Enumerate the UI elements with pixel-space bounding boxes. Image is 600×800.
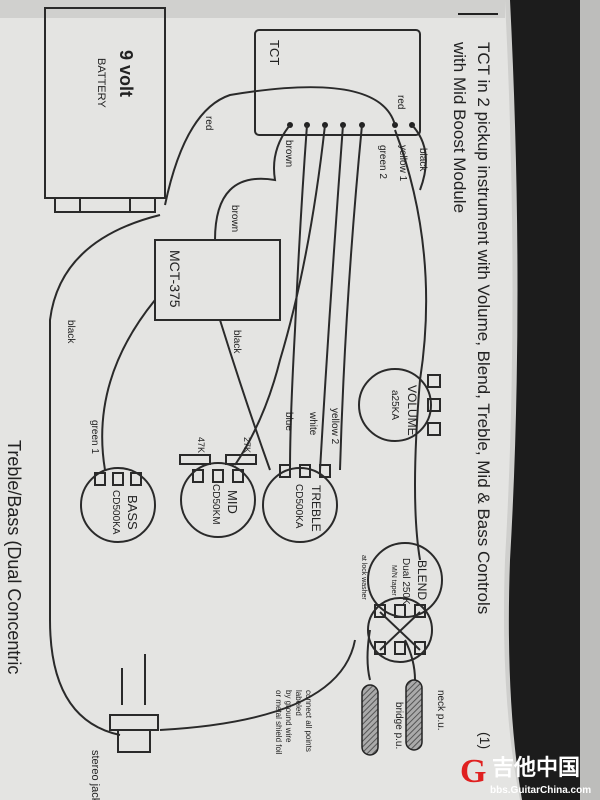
blend-pot: BLEND Dual 250K M/N taper at lock washer xyxy=(360,542,443,663)
neck-pickup: neck p.u. xyxy=(405,679,446,751)
mct-375-module: MCT-375 xyxy=(154,239,281,321)
wire-label-green1: green 1 xyxy=(89,420,100,454)
wire-label-black-battery: black xyxy=(65,320,76,344)
watermark-logo-g: G xyxy=(460,753,486,790)
ground-note-line4: or metal shield foil xyxy=(274,690,283,755)
mid-value: CD50KM xyxy=(210,484,221,525)
title-line2: with Mid Boost Module xyxy=(450,41,469,213)
wire-label-yellow1: yellow 1 xyxy=(397,145,408,182)
battery: 9 volt BATTERY xyxy=(44,7,166,213)
wire-label-yellow2: yellow 2 xyxy=(329,408,340,445)
volume-value: a25KA xyxy=(389,390,400,420)
frame-edge xyxy=(580,0,600,800)
bass-pot: BASS CD500KA xyxy=(80,467,156,543)
stereo-jack: stereo jack xyxy=(89,654,159,800)
blend-value: Dual 250K xyxy=(400,558,411,605)
ground-note-line1: connect all points xyxy=(304,690,313,752)
bottom-heading: Treble/Bass (Dual Concentric xyxy=(4,440,24,674)
bridge-pickup-label: bridge p.u. xyxy=(393,702,404,749)
treble-pot: TREBLE CD500KA xyxy=(262,464,338,543)
blend-name: BLEND xyxy=(415,560,429,600)
treble-name: TREBLE xyxy=(309,485,323,532)
bridge-pickup: bridge p.u. xyxy=(361,684,404,756)
wire-label-brown1: brown xyxy=(283,140,294,167)
title-line1: TCT in 2 pickup instrument with Volume, … xyxy=(474,42,493,614)
page-mark: (1) xyxy=(477,732,493,749)
wire-label-brown2: brown xyxy=(229,205,240,232)
dark-frame xyxy=(508,0,580,800)
neck-pickup-label: neck p.u. xyxy=(435,690,446,731)
tct-label: TCT xyxy=(267,40,282,65)
wire-label-blue: blue xyxy=(283,412,294,431)
ground-note-line3: by ground wire xyxy=(284,690,293,743)
resistor-47k-label: 47K xyxy=(196,437,206,453)
wire-label-red-tct: red xyxy=(395,95,406,109)
watermark: G 吉他中国 bbs.GuitarChina.com xyxy=(460,753,591,796)
watermark-url: bbs.GuitarChina.com xyxy=(490,785,591,796)
ground-note-line2: labeled xyxy=(294,690,303,716)
treble-value: CD500KA xyxy=(293,484,304,529)
wire-label-white: white xyxy=(307,411,318,436)
volume-name: VOLUME xyxy=(405,385,419,436)
battery-voltage: 9 volt xyxy=(116,50,136,97)
tct-module: TCT xyxy=(254,29,421,136)
watermark-brand: 吉他中国 xyxy=(492,755,580,780)
mct-label: MCT-375 xyxy=(167,250,183,308)
mid-pot: MID CD50KM xyxy=(180,462,256,538)
blend-taper: M/N taper xyxy=(390,565,397,596)
bass-value: CD500KA xyxy=(110,490,121,535)
resistor-27k-label: 27K xyxy=(242,437,252,453)
wire-label-green2: green 2 xyxy=(377,145,388,179)
wire-label-black-mct: black xyxy=(231,330,242,354)
wire-label-black-tct: black xyxy=(417,148,428,172)
mid-name: MID xyxy=(225,490,240,514)
volume-pot: VOLUME a25KA xyxy=(358,368,441,442)
bass-name: BASS xyxy=(125,495,140,530)
jack-label: stereo jack xyxy=(89,750,101,800)
battery-label: BATTERY xyxy=(95,58,107,108)
resistor-27k: 27K xyxy=(225,437,257,465)
blend-note: at lock washer xyxy=(360,555,367,600)
resistor-47k: 47K xyxy=(179,437,211,465)
wire-label-red-battery: red xyxy=(203,116,214,130)
paper-sheet xyxy=(0,0,520,800)
ground-note: connect all points labeled by ground wir… xyxy=(274,690,313,755)
